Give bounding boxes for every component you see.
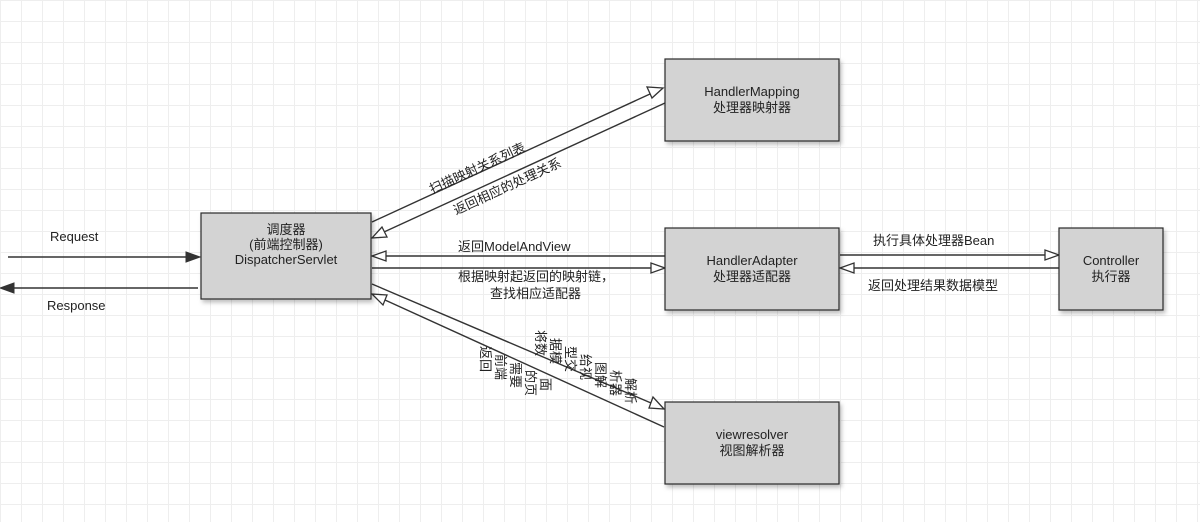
edge-to-view-resolver [371,283,666,410]
edge-scan-mapping [371,86,665,223]
edge-find-adapter [372,262,667,274]
to-view-resolver-label: 将数 据模 型交 给视 图解 析器 解析 [533,330,638,404]
arrowhead-icon [370,293,388,307]
handler-mapping-node[interactable]: HandlerMapping 处理器映射器 [664,58,840,142]
return-page-label: 返回 前端 需要 的页 面 [478,346,553,396]
arrowhead-icon [185,251,202,263]
node-label: DispatcherServlet [235,252,338,267]
arrowhead-icon [1044,249,1061,261]
arrowhead-icon [370,250,387,262]
arrowhead-icon [645,86,665,100]
exec-bean-label: 执行具体处理器Bean [873,233,994,248]
find-adapter-label-line2: 查找相应适配器 [490,286,581,301]
edge-return-handler [370,102,666,239]
to-view-resolver-label-row: 据模 [548,338,563,364]
to-view-resolver-label-row: 析器 [608,370,623,396]
response-label: Response [47,298,106,313]
arrowhead-icon [370,225,389,239]
edge-return-model [838,262,1059,274]
to-view-resolver-label-row: 解析 [623,378,638,404]
return-page-label-row: 面 [538,378,553,391]
node-label: (前端控制器) [249,237,323,252]
view-resolver-node[interactable]: viewresolver 视图解析器 [664,401,840,485]
return-page-label-row: 需要 [508,362,523,388]
arrowhead-icon [0,282,15,294]
to-view-resolver-label-row: 给视 [578,354,593,380]
node-label: 调度器 [266,222,305,237]
arrowhead-icon [648,395,666,410]
edge-request [8,251,202,263]
dispatcher-servlet-node[interactable]: 调度器 (前端控制器) DispatcherServlet [200,212,372,300]
to-view-resolver-label-row: 型交 [563,346,578,372]
edge-return-page [370,293,665,428]
node-label: viewresolver [716,427,789,442]
to-view-resolver-label-row: 图解 [593,362,608,388]
edge-return-mav [370,250,665,262]
find-adapter-label-line1: 根据映射起返回的映射链， [458,269,614,284]
return-mav-label: 返回ModelAndView [458,239,571,254]
edge-response [0,282,198,294]
edge-exec-bean [840,249,1061,261]
node-label: 执行器 [1091,269,1130,284]
request-label: Request [50,229,99,244]
to-view-resolver-label-row: 将数 [533,330,548,356]
node-label: 处理器映射器 [713,100,791,115]
node-label: 处理器适配器 [713,269,791,284]
node-label: 视图解析器 [719,443,784,458]
return-model-label: 返回处理结果数据模型 [868,278,998,293]
return-page-label-row: 的页 [523,370,538,396]
node-label: Controller [1083,253,1140,268]
arrowhead-icon [650,262,667,274]
controller-node[interactable]: Controller 执行器 [1058,227,1164,311]
handler-adapter-node[interactable]: HandlerAdapter 处理器适配器 [664,227,840,311]
node-label: HandlerAdapter [706,253,798,268]
arrowhead-icon [838,262,855,274]
return-page-label-row: 前端 [493,354,508,380]
return-page-label-row: 返回 [478,346,493,372]
node-label: HandlerMapping [704,84,799,99]
